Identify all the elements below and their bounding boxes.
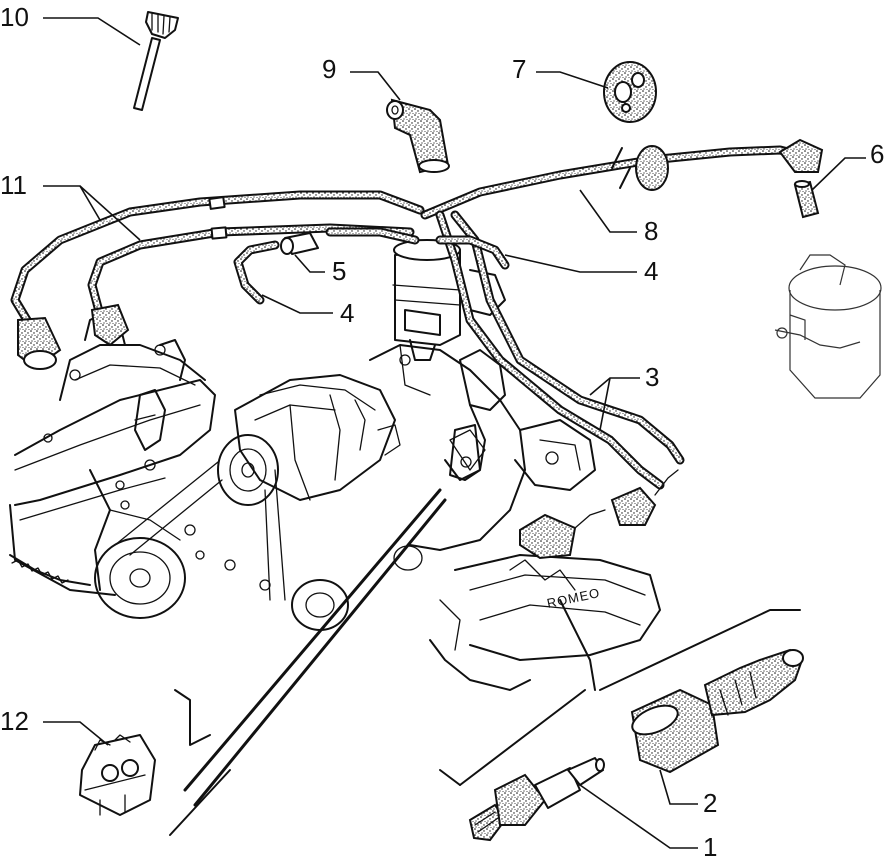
callout-1: 1	[703, 832, 717, 858]
ignition-cables	[10, 138, 824, 560]
sleeve-part	[793, 180, 820, 219]
ghost-coil-illustration	[774, 254, 882, 399]
callout-2: 2	[703, 788, 717, 818]
callout-10: 10	[0, 2, 29, 32]
callout-12: 12	[0, 706, 29, 736]
callout-3: 3	[645, 362, 659, 392]
callout-5: 5	[332, 256, 346, 286]
cable-clip-part	[133, 11, 179, 111]
grommet-part	[603, 61, 657, 123]
connector-holder-part	[79, 734, 156, 816]
callout-leader-lines	[43, 17, 866, 849]
callout-6: 6	[870, 139, 884, 169]
callout-4-right: 4	[644, 256, 658, 286]
elbow-boot-part	[386, 98, 450, 174]
spark-plug-part	[468, 757, 605, 842]
engine-block: ROMEO	[9, 309, 801, 836]
callout-11: 11	[0, 170, 27, 200]
spark-plug-cap-part	[630, 648, 804, 774]
callout-9: 9	[322, 54, 336, 84]
callout-7: 7	[512, 54, 526, 84]
callout-8: 8	[644, 216, 658, 246]
callout-4-left: 4	[340, 298, 354, 328]
ignition-coil	[392, 239, 506, 366]
